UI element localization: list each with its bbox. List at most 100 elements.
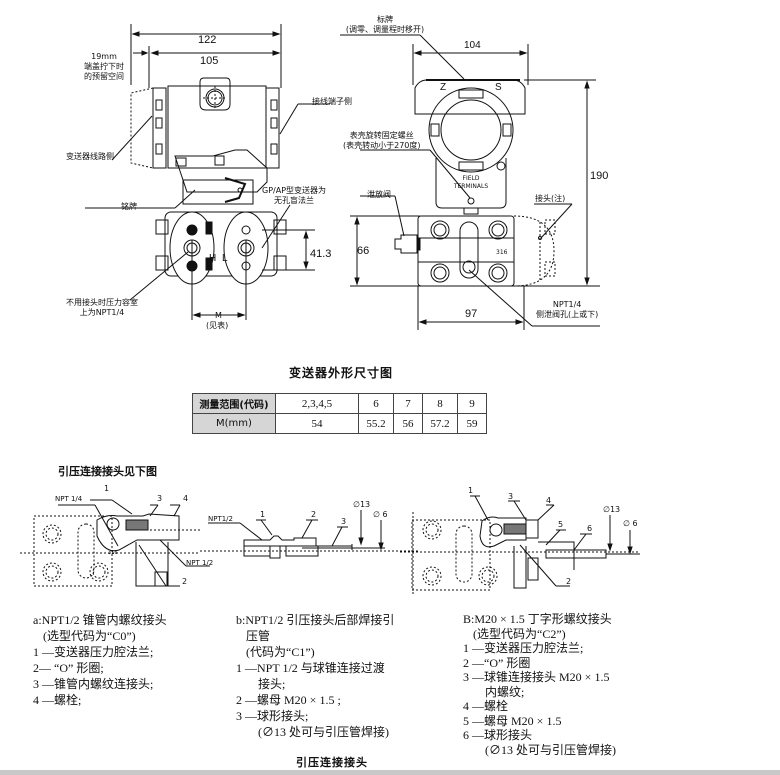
legend-c-code: (选型代码为“C2”) [473,626,566,641]
legend-c-item: 3 —球锥连接接头 M20 × 1.5 [463,670,610,684]
legend-c-item: 1 —变送器压力腔法兰; [463,641,584,655]
legend-c-item: 2 —“O” 形圈 [463,655,531,670]
fig-c-callout-5: 5 [558,520,564,529]
legend-b-code: (代码为“C1”) [246,645,315,659]
label-unused-port: 不用接头时压力容室 上为NPT1/4 [66,298,138,318]
fig-a-npt14: NPT 1/4 [55,495,83,503]
dim-m: M [215,311,222,320]
label-tag: 标牌 (调零、调量程时移开) [340,15,430,35]
label-side-vent: NPT1/4 侧泄阀孔(上或下) [536,300,598,320]
label-drain-valve: 泄放阀 [367,190,391,199]
label-line: 表壳旋转固定螺丝 [349,131,414,140]
mark-316: 316 [496,249,508,256]
legend-c-title: B:M20 × 1.5 丁字形螺纹接头 [463,612,612,626]
label-z: Z [440,82,447,93]
table-header-range: 测量范围(代码) [192,393,276,414]
legend-a-title: a:NPT1/2 锥管内螺纹接头 [33,613,167,627]
clearance-note-line: 的预留空间 [84,72,124,81]
spec-table: 测量范围(代码) 2,3,4,5 6 7 8 9 M(mm) 54 55.2 5… [192,393,487,434]
label-s: S [495,82,502,93]
table-cell: 6 [358,393,394,414]
fig-a-mark-316: 316 [108,550,118,556]
legend-c-item: 5 —螺母 M20 × 1.5 [463,713,562,728]
dim-body-width: 105 [200,55,219,67]
label-housing-screw: 表壳旋转固定螺丝 (表壳转动小于270度) [343,131,421,151]
table-cell: 8 [422,393,458,414]
fig-c-d13: ∅13 [603,505,621,514]
fig-c-d6: ∅ 6 [623,519,638,528]
label-line: 不用接头时压力容室 [66,298,138,307]
label-line: (调零、调量程时移开) [345,25,425,34]
legend-a-item: 1 —变送器压力腔法兰; [33,645,154,659]
legend-c: B:M20 × 1.5 丁字形螺纹接头 (选型代码为“C2”) 1 —变送器压力… [463,612,616,757]
table-cell: 7 [393,393,423,414]
label-h: H [209,253,217,264]
label-connector: 接头(注) [535,194,566,203]
fig-a-npt12: NPT 1/2 [186,559,214,567]
clearance-note: 19mm 端盖拧下时 的预留空间 [80,52,128,82]
dim-97: 97 [465,308,478,320]
clearance-note-line: 19mm [91,52,117,61]
legend-c-item: 内螺纹; [485,684,525,699]
table-cell: 2,3,4,5 [275,393,359,414]
legend-a-item: 4 —螺栓; [33,693,82,707]
dim-overall-width: 122 [198,34,217,46]
dim-m-note: (见表) [206,321,229,330]
label-line: 侧泄阀孔(上或下) [536,310,599,319]
label-line: 标牌 [377,15,393,24]
table-row-range: 测量范围(代码) 2,3,4,5 6 7 8 9 [192,393,487,414]
fig-a-callout-1: 1 [104,484,110,493]
table-row-m: M(mm) 54 55.2 56 57.2 59 [192,413,487,434]
bottom-caption: 引压连接接头 [296,756,368,769]
fig-c-callout-3: 3 [508,492,514,501]
label-circuit-side: 变送器线路侧 [66,152,114,161]
fig-b-npt12: NPT1/2 [208,515,233,523]
fig-c-callout-2: 2 [566,577,572,586]
legend-a: a:NPT1/2 锥管内螺纹接头 (选型代码为“C0”) 1 —变送器压力腔法兰… [33,612,167,708]
table-cell: 56 [393,413,423,434]
table-cell: 54 [275,413,359,434]
fig-b-callout-1: 1 [260,510,266,519]
legend-a-item: 2— “O” 形圈; [33,661,104,675]
label-line: TERMINALS [453,183,489,190]
legend-b-item: 3 —球形接头; [236,709,309,723]
label-l: L [222,253,228,264]
clearance-note-line: 端盖拧下时 [84,62,124,71]
fig-b-d6: ∅ 6 [373,510,388,519]
legend-b-title-cont: 压管 [246,629,271,643]
label-blind-flange: GP/AP型变送器为 无孔盲法兰 [262,186,326,206]
legend-c-item: (∅13 处可与引压管焊接) [485,742,616,757]
fig-b-callout-3: 3 [341,517,347,526]
label-line: 无孔盲法兰 [274,196,314,205]
dim-190: 190 [590,170,609,182]
connection-heading: 引压连接接头见下图 [58,466,157,478]
label-line: GP/AP型变送器为 [262,186,327,195]
dim-104: 104 [464,40,481,51]
legend-b-item: 2 —螺母 M20 × 1.5 ; [236,693,341,707]
legend-a-item: 3 —锥管内螺纹连接头; [33,677,154,691]
legend-b-item: 1 —NPT 1/2 与球锥连接过渡 [236,661,385,675]
table-cell: 55.2 [358,413,394,434]
footer-bar [0,770,780,775]
fig-a-callout-4: 4 [183,494,189,503]
dim-66: 66 [357,245,370,257]
fig-b-callout-2: 2 [311,510,317,519]
label-terminal-side: 接线端子侧 [312,97,352,106]
legend-b-item: (∅13 处可与引压管焊接) [258,725,389,739]
fig-c-callout-1: 1 [468,486,474,495]
fig-c-callout-4: 4 [546,496,552,505]
legend-a-code: (选型代码为“C0”) [43,629,136,643]
legend-b-title: b:NPT1/2 引压接头后部焊接引 [236,613,395,627]
fig-a-callout-3: 3 [157,494,163,503]
label-line: (表壳转动小于270度) [343,141,421,150]
table-header-m: M(mm) [192,413,276,434]
label-nameplate: 铭牌 [121,202,137,211]
label-line: NPT1/4 [552,300,582,309]
legend-c-item: 4 —螺栓 [463,699,509,713]
legend-b-item: 接头; [258,677,286,691]
dim-41-3: 41.3 [310,248,332,260]
figure-title: 变送器外形尺寸图 [289,366,394,380]
label-line: FIELD [462,175,480,182]
field-terminals-mark: FIELD TERMINALS [452,175,490,191]
